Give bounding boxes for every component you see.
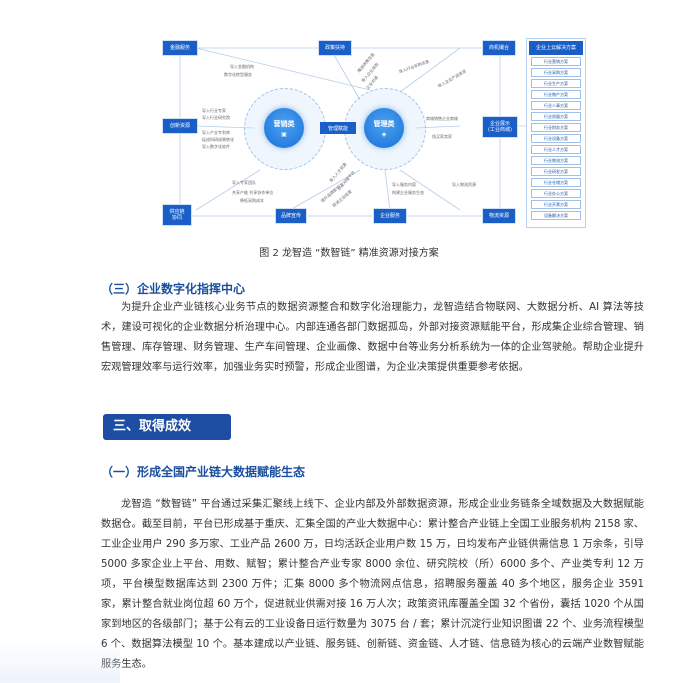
label-4: 导入行业研究院 bbox=[202, 115, 230, 120]
center-management-box: 管理赋能 bbox=[320, 122, 356, 134]
label-14: 构建企业服务生态 bbox=[392, 190, 424, 195]
section-a-body: 龙智造 “数智链” 平台通过采集汇聚线上线下、企业内部及外部数据资源，形成企业业… bbox=[101, 499, 644, 670]
cloud-solution-item: 行业物流方案 bbox=[531, 156, 581, 165]
section-3-heading: （三）企业数字化指挥中心 bbox=[101, 282, 246, 296]
label-17: 找买家卖家 bbox=[432, 134, 452, 139]
node-enterprise-service: 企业服务 bbox=[373, 208, 407, 224]
cloud-solutions-title: 企业上云解决方案 bbox=[529, 41, 583, 55]
label-16: 商城销售企业商城 bbox=[426, 116, 458, 121]
section-3-body: 为提升企业产业链核心业务节点的数据资源整合和数字化治理能力，龙智造结合物联网、大… bbox=[101, 302, 644, 373]
label-9: 共享产能 共享协作单位 bbox=[232, 190, 274, 195]
cloud-solution-item: 行业研发方案 bbox=[531, 167, 581, 176]
label-15: 导入物流资源 bbox=[452, 182, 476, 187]
cloud-solution-item: 行业办公方案 bbox=[531, 189, 581, 198]
layers-icon: ◈ bbox=[381, 130, 387, 138]
circle-management-label: 管理类 bbox=[373, 119, 395, 128]
bottom-decoration bbox=[0, 640, 120, 683]
node-logistics: 物流资源 bbox=[482, 208, 516, 224]
label-3: 导入行业专家 bbox=[202, 108, 226, 113]
cloud-solution-item: 行业生产方案 bbox=[531, 79, 581, 88]
node-policy: 政策扶持 bbox=[318, 40, 352, 56]
label-8: 导入专家团队 bbox=[232, 180, 256, 185]
resource-docking-diagram: 金融服务 创新资源 供应链 协同 政策扶持 商机撮合 品牌宣传 企业服务 物流资… bbox=[160, 30, 600, 230]
cloud-solution-item: 行业财务方案 bbox=[531, 123, 581, 132]
cloud-solution-item: 行业营销方案 bbox=[531, 57, 581, 66]
circle-marketing-label: 营销类 bbox=[273, 119, 295, 128]
node-innovation: 创新资源 bbox=[162, 118, 198, 134]
node-business-match: 商机撮合 bbox=[482, 40, 516, 56]
node-brand: 品牌宣传 bbox=[275, 208, 307, 224]
cloud-solution-item: 行业人才方案 bbox=[531, 145, 581, 154]
diagram-connectors bbox=[179, 47, 526, 217]
label-5: 导入产业专利库 bbox=[202, 130, 230, 135]
circle-marketing: 营销类 ▣ bbox=[264, 108, 304, 148]
cloud-solution-item: 行业采购方案 bbox=[531, 68, 581, 77]
cloud-solution-item: 设备解决方案 bbox=[531, 211, 581, 220]
label-2: 数字化转型服务 bbox=[224, 72, 252, 77]
cloud-solutions-panel: 企业上云解决方案 行业营销方案行业采购方案行业生产方案行业物产方案行业人事方案行… bbox=[526, 38, 586, 228]
cloud-solution-item: 行业质量方案 bbox=[531, 112, 581, 121]
label-13: 导入服务内容 bbox=[392, 182, 416, 187]
node-finance: 金融服务 bbox=[162, 40, 198, 56]
cloud-solution-item: 行业人事方案 bbox=[531, 101, 581, 110]
node-supply-chain: 供应链 协同 bbox=[162, 204, 192, 226]
circle-management: 管理类 ◈ bbox=[364, 108, 404, 148]
cloud-solution-item: 行业开票方案 bbox=[531, 200, 581, 209]
cloud-solution-item: 行业设备方案 bbox=[531, 134, 581, 143]
results-banner: 三、取得成效 bbox=[103, 414, 231, 440]
node-enterprise-display: 企业展示 (工业商城) bbox=[482, 116, 518, 138]
cloud-solutions-list: 行业营销方案行业采购方案行业生产方案行业物产方案行业人事方案行业质量方案行业财务… bbox=[527, 57, 585, 220]
figure-caption: 图 2 龙智造 “数智链” 精准资源对接方案 bbox=[259, 248, 439, 259]
cloud-solution-item: 行业物产方案 bbox=[531, 90, 581, 99]
chat-icon: ▣ bbox=[281, 130, 287, 138]
label-1: 导入金融机构 bbox=[230, 64, 254, 69]
label-6: 促成科研成果转化 bbox=[202, 137, 234, 142]
label-10: 降低采购成本 bbox=[240, 198, 264, 203]
section-a-heading: （一）形成全国产业链大数据赋能生态 bbox=[101, 465, 306, 479]
cloud-solution-item: 行业仓储方案 bbox=[531, 178, 581, 187]
label-7: 导入数字化软件 bbox=[202, 144, 230, 149]
